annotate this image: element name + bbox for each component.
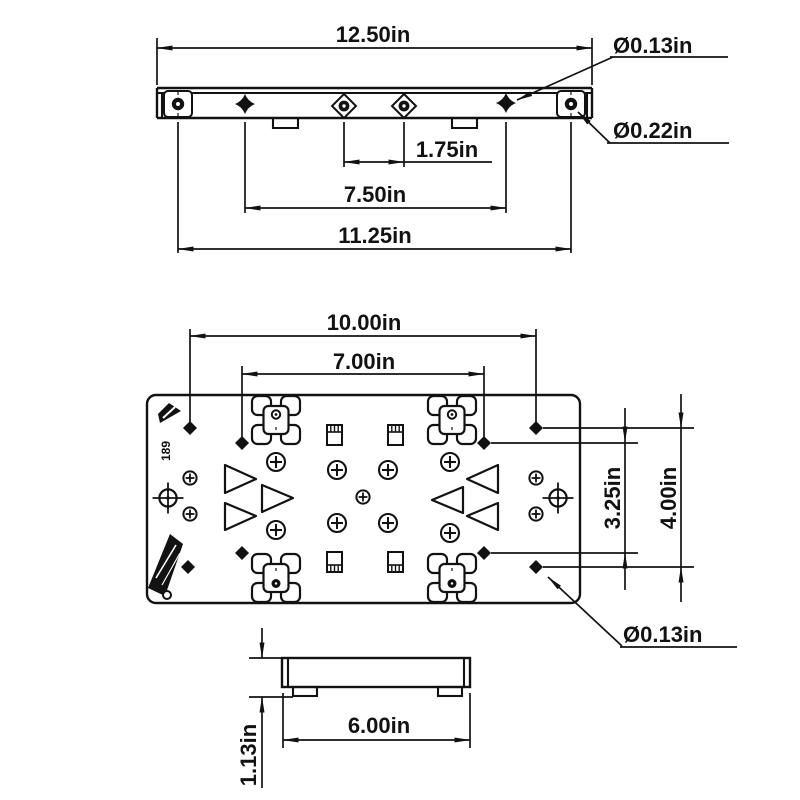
top-view: 12.50in 1.75in 7.50in 11.25in Ø0.13in Ø0… <box>155 22 729 253</box>
end-mount-pad-left <box>163 90 193 118</box>
screw-icon <box>265 519 287 541</box>
screw-icon <box>326 459 348 481</box>
slot-bottom-2 <box>387 551 404 573</box>
slot-top-1 <box>326 424 343 446</box>
base-profile-outline <box>280 656 472 698</box>
grommet-mount-top-left <box>250 394 302 446</box>
screw-icon-small <box>528 470 544 486</box>
star-hole-icon-left <box>235 94 255 114</box>
callout-label-small-hole-top: Ø0.13in <box>613 33 692 58</box>
screw-icon <box>377 459 399 481</box>
callout-label-small-hole-front: Ø0.13in <box>623 622 702 647</box>
screw-icon <box>439 451 461 473</box>
dim-overall-width: 12.50in <box>156 22 593 51</box>
dim-label-overall-width: 12.50in <box>336 22 411 47</box>
callout-label-end-hole: Ø0.22in <box>613 118 692 143</box>
diamond-marker <box>181 560 195 574</box>
dim-end-hole-span: 11.25in <box>177 223 572 252</box>
bottom-tab-left <box>271 118 300 130</box>
star-hole-icon-right <box>496 93 516 113</box>
screw-icon <box>439 522 461 544</box>
diamond-marker <box>235 546 249 560</box>
dim-base-width: 6.00in <box>282 693 471 748</box>
screw-icon <box>326 512 348 534</box>
dim-label-outer-span: 10.00in <box>327 310 402 335</box>
diamond-marker <box>235 436 249 450</box>
dim-label-inner-pitch-v: 3.25in <box>600 467 625 529</box>
screw-icon <box>265 451 287 473</box>
screw-holes <box>182 451 544 544</box>
triangle-cutouts <box>223 463 500 532</box>
grommet-mount-bottom-left <box>250 552 302 604</box>
crosshair-target-left <box>151 481 185 515</box>
screw-icon-small <box>182 506 198 522</box>
diamond-marker <box>529 560 543 574</box>
grommet-mount-bottom-right <box>426 552 478 604</box>
bottom-view: 6.00in 1.13in <box>236 628 472 788</box>
slot-bottom-1 <box>326 551 343 573</box>
foot-right <box>436 685 464 698</box>
diamond-grommet-left <box>331 93 357 119</box>
front-view: 10.00in 7.00in <box>145 310 737 648</box>
dim-center-slot-pitch: 1.75in <box>343 137 492 165</box>
top-view-extension-lines <box>156 38 593 253</box>
foot-left <box>291 685 319 698</box>
dim-label-outer-pitch-v: 4.00in <box>656 467 681 529</box>
dim-outer-hole-span: 10.00in <box>189 310 537 423</box>
dim-label-slot-pitch: 1.75in <box>416 137 478 162</box>
plate-marking: 189 <box>159 441 173 461</box>
dim-inner-pitch-vertical: 3.25in <box>600 408 628 590</box>
diamond-grommet-right <box>391 93 417 119</box>
brand-logo <box>148 534 183 600</box>
bottom-tab-right <box>450 118 479 130</box>
diamond-marker <box>183 421 197 435</box>
maker-mark-icon <box>158 403 181 423</box>
slot-top-2 <box>387 424 404 446</box>
screw-icon <box>377 512 399 534</box>
diamond-marker <box>477 546 491 560</box>
screw-icon-small <box>182 470 198 486</box>
callout-small-hole-top: Ø0.13in <box>516 33 728 101</box>
rail-profile-outline <box>155 86 594 130</box>
dim-label-star-span: 7.50in <box>344 182 406 207</box>
crosshair-target-right <box>541 481 575 515</box>
plate-outline <box>145 393 582 605</box>
screw-icon-center <box>355 489 371 505</box>
screw-icon-small <box>528 506 544 522</box>
callout-small-hole-front: Ø0.13in <box>547 576 737 648</box>
dim-outer-pitch-vertical: 4.00in <box>656 394 684 602</box>
diamond-marker <box>477 436 491 450</box>
dim-label-overall-height: 1.13in <box>236 724 261 786</box>
dim-label-end-hole-span: 11.25in <box>338 223 411 248</box>
diamond-marker <box>529 421 543 435</box>
grommet-mount-top-right <box>426 394 478 446</box>
dim-label-base-width: 6.00in <box>348 713 410 738</box>
dim-overall-height: 1.13in <box>236 628 293 788</box>
callout-end-hole: Ø0.22in <box>577 111 729 144</box>
front-view-extension-lines <box>491 427 694 568</box>
dim-star-hole-span: 7.50in <box>244 182 507 211</box>
end-mount-pad-right <box>556 90 586 118</box>
dim-label-inner-span: 7.00in <box>333 349 395 374</box>
dim-inner-hole-span: 7.00in <box>241 349 485 438</box>
